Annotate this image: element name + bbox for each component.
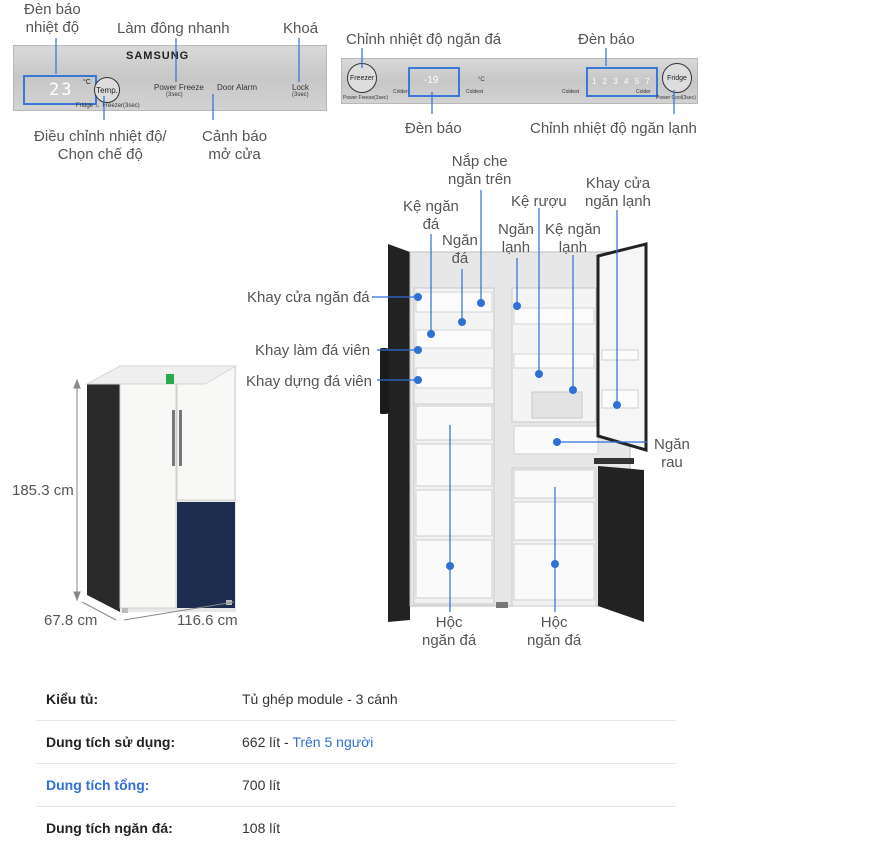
label-wine-rack: Kệ rượu bbox=[511, 193, 567, 210]
left-control-panel: SAMSUNG 23 °C Temp. Fridge ↔ Freezer(3se… bbox=[13, 45, 327, 111]
power-freeze-label: Power Freeze(3sec) bbox=[343, 95, 389, 101]
label-ice-maker-tray: Khay làm đá viên bbox=[255, 342, 371, 359]
fridge-scale: 1 2 3 4 5 7 bbox=[592, 77, 650, 86]
colder-label-left: Colder bbox=[393, 89, 408, 95]
label-fridge-adjust: Chỉnh nhiệt độ ngăn lạnh bbox=[530, 120, 697, 137]
label-vegetable-drawer: Ngăn rau bbox=[654, 436, 690, 471]
label-lock: Khoá bbox=[283, 20, 319, 37]
label-fridge-compartment: Ngăn lạnh bbox=[498, 221, 534, 256]
label-quick-freeze: Làm đông nhanh bbox=[117, 20, 230, 37]
dimension-height: 185.3 cm bbox=[12, 482, 74, 499]
dot-top-cover bbox=[477, 299, 485, 307]
spec-row: Kiểu tủ: Tủ ghép module - 3 cánh bbox=[36, 678, 676, 721]
spec-row: Dung tích sử dụng: 662 lít - Trên 5 ngườ… bbox=[36, 721, 676, 764]
label-freezer-drawer-left: Hộc ngăn đá bbox=[422, 614, 477, 649]
dot-freezer-drawer-right bbox=[551, 560, 559, 568]
freezer-display: -19 bbox=[408, 67, 460, 97]
power-cool-label: Power Cool(3sec) bbox=[656, 95, 696, 101]
spec-row: Dung tích ngăn đá: 108 lít bbox=[36, 807, 676, 849]
dot-freezer-door-tray bbox=[414, 293, 422, 301]
freezer-temperature-value: -19 bbox=[424, 75, 439, 86]
label-freezer-compartment: Ngăn đá bbox=[442, 232, 478, 267]
spec-value: 662 lít - bbox=[242, 734, 293, 750]
label-door-alarm: Cảnh báo mở cửa bbox=[202, 128, 268, 163]
dot-wine-rack bbox=[535, 370, 543, 378]
dot-freezer-compartment bbox=[458, 318, 466, 326]
label-indicator-top: Đèn báo bbox=[578, 31, 635, 48]
label-freezer-shelf: Kệ ngăn đá bbox=[403, 198, 459, 233]
fridge-display: 1 2 3 4 5 7 bbox=[586, 67, 658, 97]
spec-key: Dung tích sử dụng: bbox=[46, 734, 176, 750]
spec-value-wrap: 662 lít - Trên 5 người bbox=[242, 734, 373, 750]
label-indicator-bottom: Đèn báo bbox=[405, 120, 462, 137]
temperature-value: 23 bbox=[49, 80, 74, 100]
dot-ice-storage bbox=[414, 376, 422, 384]
fridge-button[interactable]: Fridge bbox=[662, 63, 692, 93]
spec-key-link[interactable]: Dung tích tổng: bbox=[46, 777, 150, 793]
label-freezer-door-tray: Khay cửa ngăn đá bbox=[247, 289, 370, 306]
label-top-cover: Nắp che ngăn trên bbox=[448, 153, 512, 188]
label-fridge-shelf: Kệ ngăn lạnh bbox=[545, 221, 601, 256]
lock-button[interactable]: Lock bbox=[292, 83, 309, 92]
right-control-panel: Freezer Power Freeze(3sec) Colder -19 °C… bbox=[341, 58, 698, 104]
dot-ice-maker bbox=[414, 346, 422, 354]
label-fridge-door-tray: Khay cửa ngăn lạnh bbox=[585, 175, 651, 210]
dot-fridge-compartment bbox=[513, 302, 521, 310]
dot-fridge-shelf bbox=[569, 386, 577, 394]
temp-button[interactable]: Temp. bbox=[94, 77, 120, 103]
dot-freezer-shelf bbox=[427, 330, 435, 338]
brand-logo: SAMSUNG bbox=[126, 50, 190, 62]
temperature-unit: °C bbox=[83, 79, 91, 86]
spec-value: 700 lít bbox=[242, 777, 281, 793]
dot-freezer-drawer-left bbox=[446, 562, 454, 570]
fridge-interior-illustration bbox=[380, 242, 648, 622]
dot-fridge-door-tray bbox=[613, 401, 621, 409]
label-temp-adjust: Điều chỉnh nhiệt độ/ Chọn chế độ bbox=[34, 128, 167, 163]
freezer-unit: °C bbox=[478, 77, 485, 83]
label-indicator: Đèn báo nhiệt độ bbox=[24, 1, 81, 36]
spec-key: Kiểu tủ: bbox=[46, 691, 99, 707]
fridge-freezer-label: Fridge ↔ Freezer(3sec) bbox=[76, 103, 140, 109]
label-freezer-adjust: Chỉnh nhiệt độ ngăn đá bbox=[346, 31, 502, 48]
spec-row: Dung tích tổng: 700 lít bbox=[36, 764, 676, 807]
power-freeze-sub: (3sec) bbox=[166, 92, 183, 98]
specs-table: Kiểu tủ: Tủ ghép module - 3 cánh Dung tí… bbox=[36, 678, 676, 849]
spec-value: 108 lít bbox=[242, 820, 281, 836]
label-ice-storage-tray: Khay dựng đá viên bbox=[246, 373, 372, 390]
spec-link-capacity[interactable]: Trên 5 người bbox=[292, 734, 374, 750]
lock-sub: (3sec) bbox=[292, 92, 309, 98]
spec-value: Tủ ghép module - 3 cánh bbox=[242, 691, 398, 707]
power-freeze-button[interactable]: Power Freeze bbox=[154, 83, 204, 92]
coldest-label-right: Coldest bbox=[562, 89, 579, 95]
dimension-width: 116.6 cm bbox=[177, 612, 238, 629]
colder-label-right: Colder bbox=[636, 89, 651, 95]
label-freezer-drawer-right: Hộc ngăn đá bbox=[527, 614, 582, 649]
dimension-depth: 67.8 cm bbox=[44, 612, 98, 629]
dot-vegetable-drawer bbox=[553, 438, 561, 446]
door-alarm-button[interactable]: Door Alarm bbox=[217, 83, 258, 92]
spec-key: Dung tích ngăn đá: bbox=[46, 820, 173, 836]
fridge-exterior-illustration bbox=[73, 365, 238, 621]
coldest-label-left: Coldest bbox=[466, 89, 483, 95]
